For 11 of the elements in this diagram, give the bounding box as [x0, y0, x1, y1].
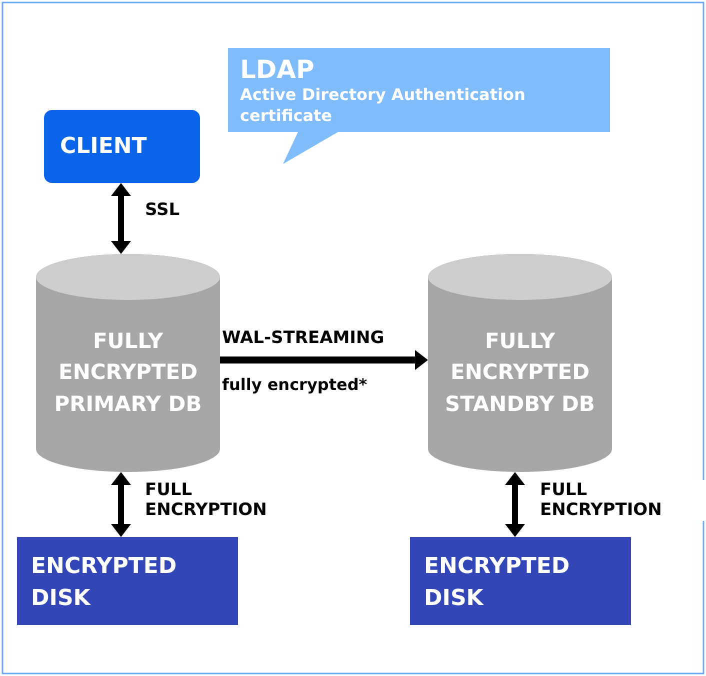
- node-label: ENCRYPTED DISK: [424, 553, 571, 613]
- node-label: FULLY ENCRYPTED PRIMARY DB: [53, 328, 203, 418]
- node-label: FULLY ENCRYPTED STANDBY DB: [445, 328, 595, 418]
- edge-label: FULL ENCRYPTION: [540, 480, 705, 521]
- client-box: [44, 110, 200, 183]
- callout-title: LDAP: [240, 56, 316, 85]
- speech-bubble: [228, 48, 610, 164]
- edge-note: fully encrypted*: [222, 375, 368, 394]
- node-label: CLIENT: [60, 134, 147, 159]
- node-label: ENCRYPTED DISK: [31, 553, 178, 613]
- callout-text: Active Directory Authentication certificate: [240, 84, 526, 126]
